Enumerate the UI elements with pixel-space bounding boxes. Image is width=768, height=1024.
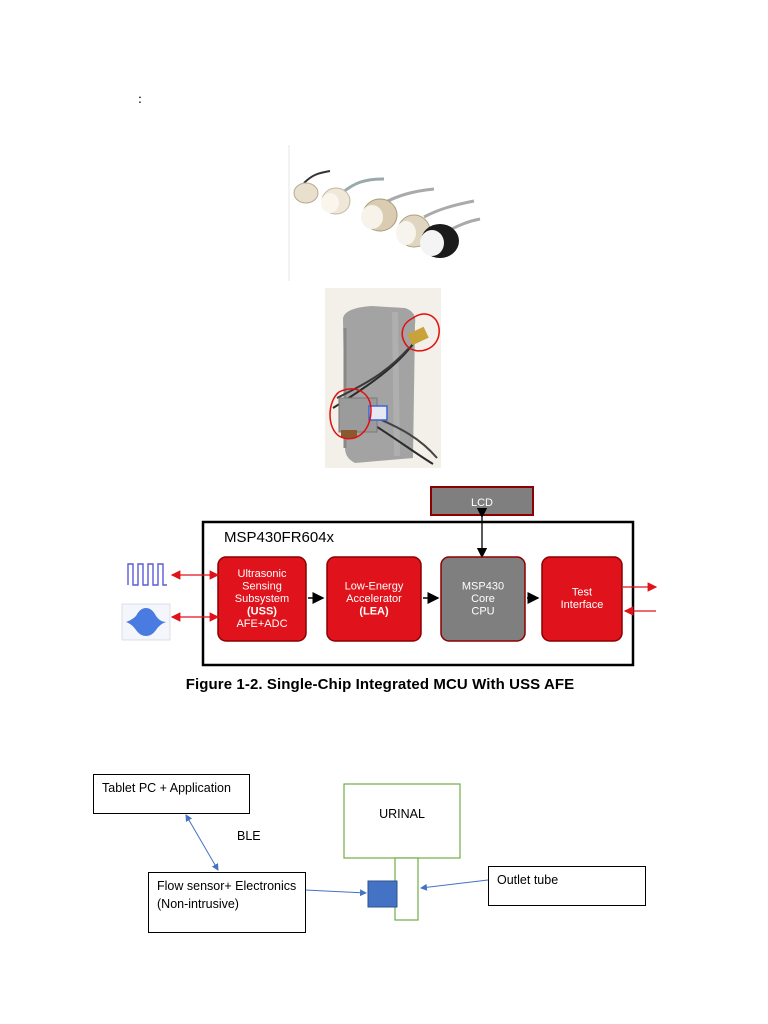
mcu-block-diagram: MSP430FR604x LCD UltrasonicSensingSubsys… [121, 486, 658, 667]
uss-block-label-line: Ultrasonic [238, 568, 287, 580]
ble-link-arrow [185, 814, 219, 871]
test-interface-block-label-line: Interface [561, 599, 604, 611]
urinal-box [343, 783, 461, 859]
ultrasonic-burst-icon [121, 603, 171, 641]
cpu-block-label-line: MSP430 [462, 580, 504, 592]
uss-block-label-line: Sensing [242, 580, 282, 592]
outlet-tube-box: Outlet tube [488, 866, 646, 906]
uss-block-label-line: Subsystem [235, 593, 289, 605]
chip-label: MSP430FR604x [224, 529, 335, 546]
outlet-tube-pointer-arrow [420, 879, 489, 891]
outlet-pipe [394, 857, 419, 921]
ultrasonic-transducers-photo [284, 143, 484, 283]
tablet-box: Tablet PC + Application [93, 774, 250, 814]
uss-block-label-line: AFE+ADC [236, 618, 287, 630]
colon-text: : [138, 92, 142, 107]
cpu-block-label-line: Core [471, 593, 495, 605]
test-interface-block-label-line: Test [572, 587, 592, 599]
lea-block-label-line: Accelerator [346, 593, 402, 605]
ble-label: BLE [237, 829, 261, 843]
cpu-block-label-line: CPU [471, 605, 494, 617]
pipe-with-mounted-transducers-photo [325, 288, 441, 468]
lea-block-label-line: Low-Energy [345, 580, 404, 592]
figure-caption: Figure 1-2. Single-Chip Integrated MCU W… [185, 676, 575, 693]
lea-block-label-line: (LEA) [359, 605, 389, 617]
urinal-label: URINAL [379, 807, 425, 821]
lcd-label: LCD [471, 497, 493, 509]
square-wave-icon [126, 560, 170, 588]
uss-block-label-line: (USS) [247, 605, 277, 617]
flow-sensor-pointer-arrow [304, 889, 367, 897]
flow-sensor-box: Flow sensor+ Electronics (Non-intrusive) [148, 872, 306, 933]
flow-sensor-block [367, 880, 398, 908]
